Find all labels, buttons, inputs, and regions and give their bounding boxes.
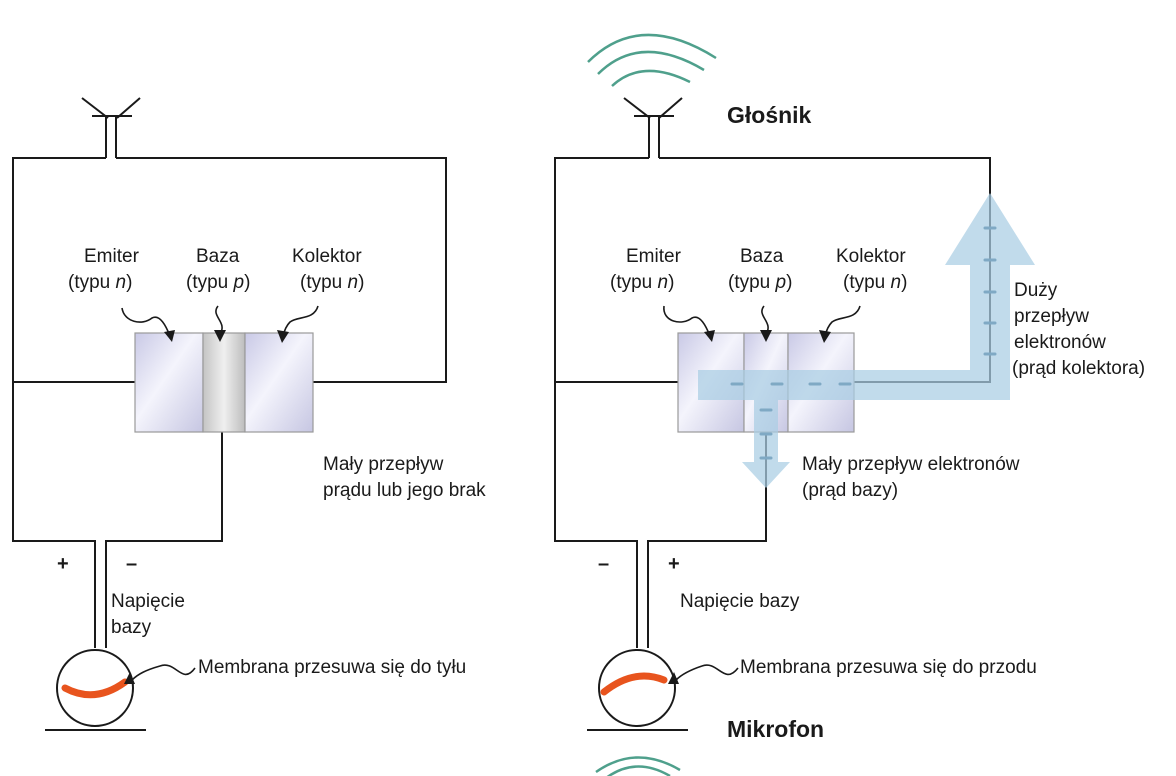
base-label: Baza — [196, 246, 240, 267]
speaker-icon — [623, 97, 683, 158]
collector-label: Kolektor — [836, 246, 906, 267]
membrane-pointer-arrow — [124, 664, 196, 684]
plus-sign: + — [57, 553, 69, 575]
membrane-label: Membrana przesuwa się do przodu — [740, 657, 1037, 678]
left-panel: Emiter (typu n) Baza (typu p) Kolektor (… — [12, 97, 486, 731]
emitter-pointer-arrow — [663, 305, 715, 342]
base-region — [202, 332, 246, 433]
collector-circuit-wire — [12, 157, 447, 383]
collector-type-label: (typu n) — [843, 272, 907, 293]
base-type-label: (typu p) — [186, 272, 250, 293]
emitter-type-label: (typu n) — [68, 272, 132, 293]
base-voltage-label: Napięcie bazy — [680, 591, 800, 612]
small-flow-line1: Mały przepływ elektronów — [802, 454, 1020, 475]
speaker-label: Głośnik — [727, 102, 812, 128]
emitter-region — [134, 332, 204, 433]
large-flow-line1: Duży — [1014, 280, 1058, 301]
base-voltage-line2: bazy — [111, 617, 152, 638]
base-pointer-arrow — [760, 305, 772, 342]
collector-type-label: (typu n) — [300, 272, 364, 293]
base-current-arrow — [742, 400, 790, 488]
membrane-icon — [61, 678, 129, 699]
collector-current-arrow — [698, 193, 1035, 400]
base-pointer-arrow — [214, 305, 226, 342]
sound-waves-icon — [595, 756, 681, 776]
base-voltage-line1: Napięcie — [111, 591, 185, 612]
minus-sign: – — [126, 553, 137, 575]
microphone-icon — [45, 649, 146, 731]
minus-sign: – — [598, 553, 609, 575]
base-circuit-wire — [12, 382, 223, 648]
transistor — [134, 332, 314, 433]
electron-markers — [730, 226, 997, 460]
membrane-label: Membrana przesuwa się do tyłu — [198, 657, 466, 678]
base-label: Baza — [740, 246, 784, 267]
collector-region — [244, 332, 314, 433]
emitter-pointer-arrow — [121, 307, 175, 342]
collector-label: Kolektor — [292, 246, 362, 267]
speaker-icon — [81, 97, 141, 158]
emitter-label: Emiter — [626, 246, 682, 267]
plus-sign: + — [668, 553, 680, 575]
emitter-label: Emiter — [84, 246, 140, 267]
large-flow-line4: (prąd kolektora) — [1012, 358, 1145, 379]
membrane-icon — [600, 672, 668, 696]
right-panel: Głośnik — [554, 33, 1145, 776]
large-flow-line3: elektronów — [1014, 332, 1106, 353]
flow-note-line2: prądu lub jego brak — [323, 480, 486, 501]
large-flow-line2: przepływ — [1014, 306, 1089, 327]
collector-pointer-arrow — [277, 305, 319, 343]
microphone-icon — [587, 649, 688, 731]
microphone-label: Mikrofon — [727, 716, 824, 742]
collector-pointer-arrow — [819, 305, 861, 343]
emitter-type-label: (typu n) — [610, 272, 674, 293]
base-type-label: (typu p) — [728, 272, 792, 293]
flow-note-line1: Mały przepływ — [323, 454, 444, 475]
sound-waves-icon — [587, 33, 717, 87]
small-flow-line2: (prąd bazy) — [802, 480, 898, 501]
membrane-pointer-arrow — [668, 664, 739, 684]
